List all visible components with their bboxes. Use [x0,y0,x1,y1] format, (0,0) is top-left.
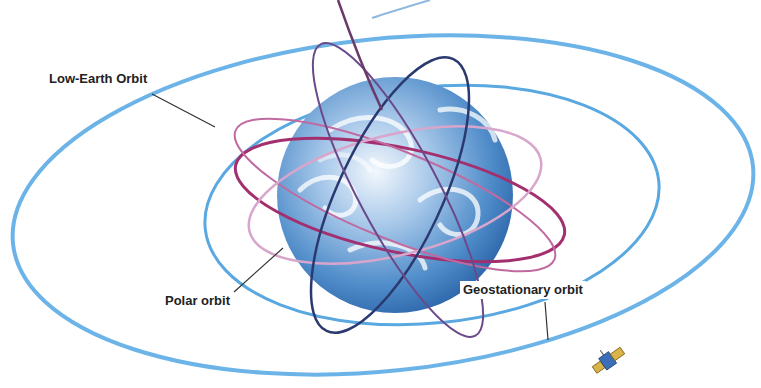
orbit-label: Polar orbit [162,292,233,310]
orbit-ring [219,90,571,300]
orbit-track [372,0,430,18]
polar-orbit [285,26,511,355]
leader-line [234,248,283,292]
orbit-ring [193,64,671,346]
satellite-icon [587,340,626,376]
polar-orbit [279,37,500,353]
leader-line [152,94,215,127]
orbit-label: Low-Earth Orbit [46,70,150,88]
orbit-label: Geostationary orbit [460,281,586,299]
leader-line [545,302,548,340]
orbit-ring [235,100,555,289]
